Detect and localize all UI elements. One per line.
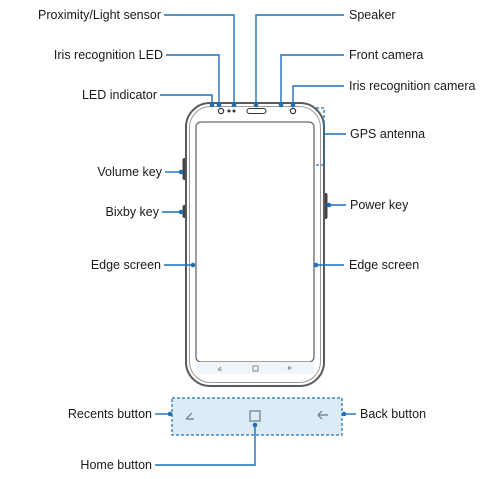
phone-back-icon xyxy=(287,365,292,371)
label-edge-screen-right: Edge screen xyxy=(349,258,420,272)
iris-camera-lens xyxy=(217,107,225,115)
nav-back-icon xyxy=(317,410,328,420)
label-led-indicator: LED indicator xyxy=(81,88,157,102)
phone-recents-icon xyxy=(217,366,222,371)
callout-lines xyxy=(155,14,356,466)
speaker-slot xyxy=(246,107,267,115)
label-front-camera: Front camera xyxy=(349,48,424,62)
proximity-sensor-dot xyxy=(232,109,236,113)
callout-home xyxy=(155,425,256,466)
label-gps-antenna: GPS antenna xyxy=(350,127,426,141)
label-recents-button: Recents button xyxy=(67,407,152,421)
callout-front-camera xyxy=(280,54,344,105)
nav-recents-icon xyxy=(185,412,194,420)
label-edge-screen-left: Edge screen xyxy=(90,258,161,272)
label-power-key: Power key xyxy=(350,198,409,212)
callout-iris-camera xyxy=(292,85,344,105)
gps-antenna-marker xyxy=(316,107,325,166)
label-volume-key: Volume key xyxy=(97,165,162,179)
callout-proximity xyxy=(164,14,235,105)
callout-dots xyxy=(167,102,347,428)
label-speaker: Speaker xyxy=(349,8,396,22)
label-back-button: Back button xyxy=(360,407,427,421)
front-camera-lens xyxy=(289,107,297,115)
display-screen xyxy=(195,121,315,363)
label-iris-recognition-camera: Iris recognition camera xyxy=(349,79,476,93)
phone-nav-bar xyxy=(196,362,314,374)
label-home-button: Home button xyxy=(80,458,152,472)
callout-led-indicator xyxy=(160,94,213,105)
callout-speaker xyxy=(255,14,344,105)
nav-bar-callout-box xyxy=(171,397,343,436)
callout-iris-led xyxy=(166,54,220,105)
label-bixby-key: Bixby key xyxy=(105,205,160,219)
nav-home-icon xyxy=(249,410,261,422)
label-proximity-light-sensor: Proximity/Light sensor xyxy=(38,8,161,22)
label-iris-recognition-led: Iris recognition LED xyxy=(53,48,163,62)
iris-led-dot xyxy=(227,109,231,113)
phone-home-icon xyxy=(252,365,259,372)
